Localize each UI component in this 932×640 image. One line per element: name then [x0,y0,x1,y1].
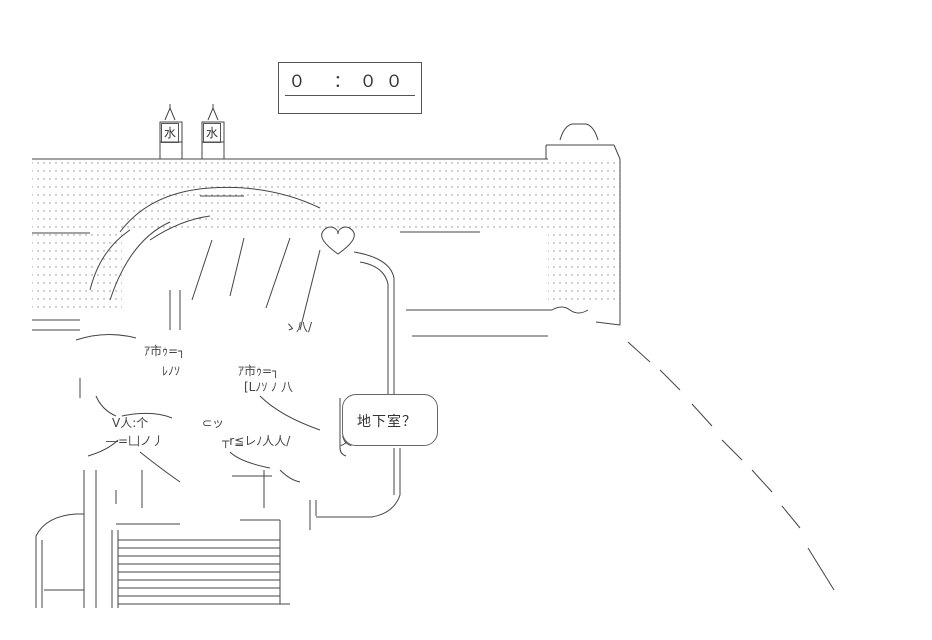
character-figure [75,186,347,508]
bottle-label-right: 水 [203,123,221,143]
kana-fragment-4: [Lﾉｿ ﾉ 八 [244,380,293,394]
kana-fragment-6: V人:个 [112,416,149,430]
kana-fragment-7: ―=凵ノ丿 [106,434,165,448]
dotted-wall [32,162,620,314]
desk-furniture [35,470,317,608]
clock-display: ０ ：００ [285,69,415,96]
kana-fragment-1: ｱ市ｩ=┐ [144,344,186,358]
kana-fragment-3: ﾚﾉｿ [162,364,181,378]
pipe [316,251,401,518]
shelf-lines [32,123,621,337]
clock-panel: ０ ：００ [278,62,422,114]
light-beam [627,341,835,591]
kana-fragment-8: ┬r≦レﾉ人人/ [222,434,291,448]
speech-bubble: 地下室？ [342,394,438,446]
kana-fragment-2: ｱ市ｩ=┐ [238,364,280,378]
kana-fragment-10: ⊂ッ [202,416,225,430]
heart-shape [321,226,355,255]
kana-fragment-5: ゝ八/ [284,320,313,334]
speech-bubble-text: 地下室？ [357,414,417,430]
bottle-label-left: 水 [161,123,179,143]
